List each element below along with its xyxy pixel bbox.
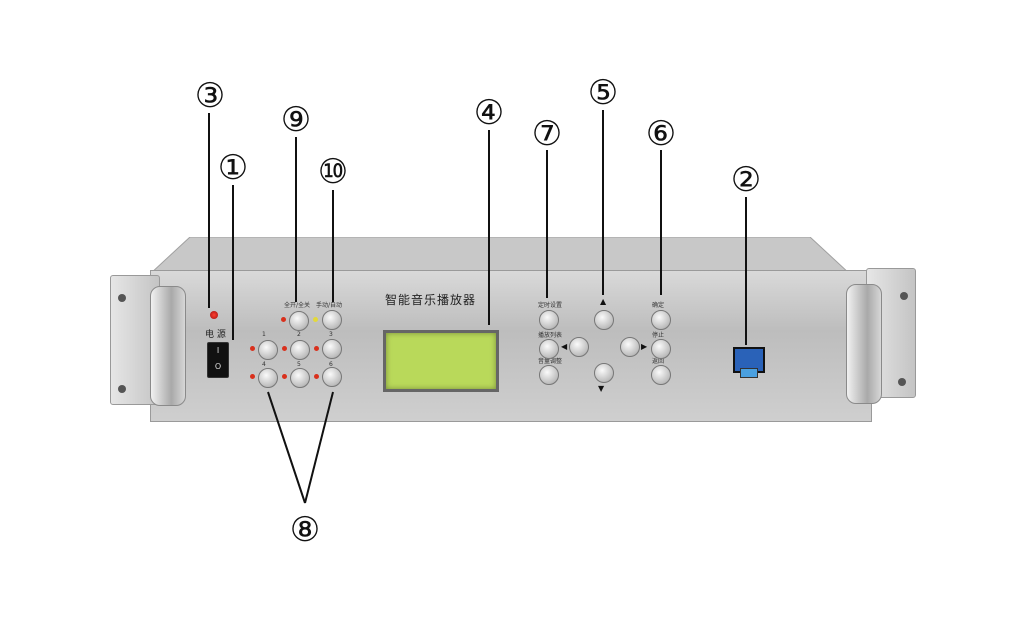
power-label: 电 源 bbox=[205, 330, 226, 340]
leader-line bbox=[745, 197, 747, 345]
confirm-label: 确定 bbox=[652, 302, 665, 309]
callout-10: ⑩ bbox=[317, 152, 349, 192]
zone-led bbox=[282, 346, 287, 351]
lcd-screen bbox=[383, 330, 499, 392]
callout-3: ③ bbox=[194, 76, 226, 116]
zone-label: 4 bbox=[262, 361, 266, 368]
zone-button-4[interactable] bbox=[258, 368, 278, 388]
leader-line bbox=[332, 190, 334, 302]
left-button[interactable] bbox=[569, 337, 589, 357]
power-switch[interactable]: I O bbox=[207, 342, 229, 378]
power-indicator-led bbox=[210, 311, 218, 319]
zone-led bbox=[314, 374, 319, 379]
playlist-button[interactable] bbox=[539, 339, 559, 359]
all-on-off-label: 全开/全关 bbox=[284, 302, 311, 309]
switch-on-symbol: I bbox=[216, 346, 220, 355]
playlist-label: 播放列表 bbox=[538, 332, 563, 339]
zone-label: 3 bbox=[329, 331, 333, 338]
timer-setting-label: 定时设置 bbox=[538, 302, 563, 309]
manual-auto-button[interactable] bbox=[322, 310, 342, 330]
timer-setting-button[interactable] bbox=[539, 310, 559, 330]
right-button[interactable] bbox=[620, 337, 640, 357]
callout-4: ④ bbox=[473, 93, 505, 133]
callout-7: ⑦ bbox=[531, 114, 563, 154]
zone-led bbox=[314, 346, 319, 351]
led-indicator bbox=[281, 317, 286, 322]
zone-button-1[interactable] bbox=[258, 340, 278, 360]
zone-button-3[interactable] bbox=[322, 339, 342, 359]
zone-led bbox=[250, 374, 255, 379]
back-label: 返回 bbox=[652, 358, 665, 365]
leader-line bbox=[488, 130, 490, 325]
leader-line bbox=[660, 150, 662, 295]
volume-label: 音量调整 bbox=[538, 358, 563, 365]
zone-led bbox=[250, 346, 255, 351]
callout-8: ⑧ bbox=[289, 510, 321, 550]
leader-line bbox=[208, 113, 210, 308]
down-arrow-icon: ▼ bbox=[598, 384, 605, 393]
callout-1: ① bbox=[217, 148, 249, 188]
callout-5: ⑤ bbox=[587, 73, 619, 113]
switch-off-symbol: O bbox=[214, 362, 222, 371]
handle-left bbox=[150, 286, 186, 406]
down-button[interactable] bbox=[594, 363, 614, 383]
back-button[interactable] bbox=[651, 365, 671, 385]
mount-hole bbox=[118, 385, 126, 393]
stop-label: 停止 bbox=[652, 332, 665, 339]
zone-label: 2 bbox=[297, 331, 301, 338]
callout-2: ② bbox=[730, 160, 762, 200]
left-arrow-icon: ◀ bbox=[561, 342, 568, 351]
zone-button-5[interactable] bbox=[290, 368, 310, 388]
mount-hole bbox=[118, 294, 126, 302]
zone-button-6[interactable] bbox=[322, 367, 342, 387]
all-on-off-button[interactable] bbox=[289, 311, 309, 331]
zone-label: 6 bbox=[329, 361, 333, 368]
up-arrow-icon: ▲ bbox=[600, 297, 607, 306]
right-arrow-icon: ▶ bbox=[641, 342, 648, 351]
callout-9: ⑨ bbox=[280, 100, 312, 140]
leader-line bbox=[295, 137, 297, 302]
zone-label: 1 bbox=[262, 331, 266, 338]
usb-drive bbox=[740, 368, 758, 378]
volume-button[interactable] bbox=[539, 365, 559, 385]
mount-hole bbox=[898, 378, 906, 386]
callout-6: ⑥ bbox=[645, 114, 677, 154]
confirm-button[interactable] bbox=[651, 310, 671, 330]
zone-led bbox=[282, 374, 287, 379]
leader-line bbox=[602, 110, 604, 295]
leader-line bbox=[232, 185, 234, 340]
zone-label: 5 bbox=[297, 361, 301, 368]
stop-button[interactable] bbox=[651, 339, 671, 359]
up-button[interactable] bbox=[594, 310, 614, 330]
device-title: 智能音乐播放器 bbox=[385, 293, 477, 307]
manual-auto-label: 手动/自动 bbox=[316, 302, 343, 309]
leader-line bbox=[546, 150, 548, 298]
handle-right bbox=[846, 284, 882, 404]
led-indicator bbox=[313, 317, 318, 322]
mount-hole bbox=[900, 292, 908, 300]
zone-button-2[interactable] bbox=[290, 340, 310, 360]
